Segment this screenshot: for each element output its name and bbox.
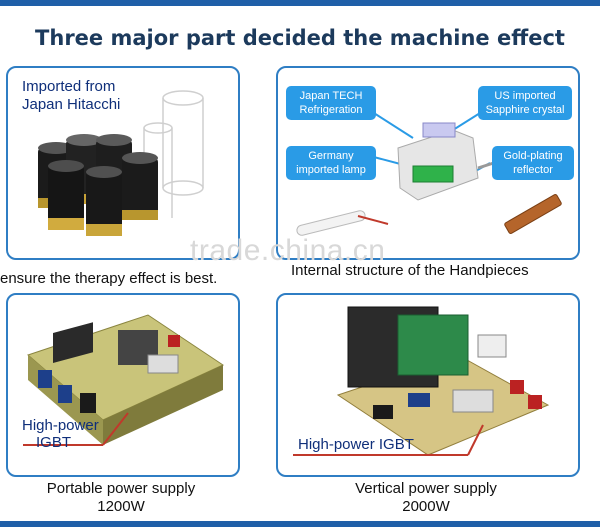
capacitor-label-line2: Japan Hitacchi: [22, 96, 121, 113]
vertical-igbt-label: High-power IGBT: [298, 436, 414, 453]
left-caption: ensure the therapy effect is best.: [0, 270, 218, 287]
portable-supply-name: Portable power supply: [46, 480, 196, 497]
vertical-supply-name: Vertical power supply: [355, 480, 497, 497]
callout-germany-lamp: Germany imported lamp: [286, 146, 376, 180]
portable-igbt-line1: High-power: [22, 417, 99, 434]
portable-board-illustration: [23, 314, 225, 446]
callout-japan-tech: Japan TECH Refrigeration: [286, 86, 376, 120]
handpiece-panel: Japan TECH Refrigeration US imported Sap…: [276, 66, 580, 260]
portable-igbt-label: High-power IGBT: [22, 417, 99, 451]
vertical-supply-caption: Vertical power supply 2000W: [276, 480, 576, 516]
capacitor-label: Imported from Japan Hitacchi: [22, 78, 120, 114]
portable-igbt-line2: IGBT: [36, 434, 72, 451]
vertical-board-panel: High-power IGBT: [276, 293, 580, 477]
capacitor-panel: Imported from Japan Hitacchi: [6, 66, 240, 260]
right-caption: Internal structure of the Handpieces: [291, 262, 529, 279]
bottom-accent-bar: [0, 521, 600, 527]
capacitor-label-line1: Imported from: [22, 78, 116, 95]
vertical-board-illustration: [293, 306, 550, 456]
portable-supply-caption: Portable power supply 1200W: [6, 480, 236, 516]
page-title: Three major part decided the machine eff…: [35, 26, 565, 50]
callout-gold-reflector: Gold-plating reflector: [492, 146, 574, 180]
callout-sapphire: US imported Sapphire crystal: [478, 86, 572, 120]
top-accent-bar: [0, 0, 600, 6]
vertical-supply-power: 2000W: [402, 498, 450, 515]
capacitors-illustration: [38, 90, 204, 236]
portable-supply-power: 1200W: [97, 498, 145, 515]
watermark: trade.china.cn: [190, 234, 386, 267]
portable-board-panel: High-power IGBT: [6, 293, 240, 477]
